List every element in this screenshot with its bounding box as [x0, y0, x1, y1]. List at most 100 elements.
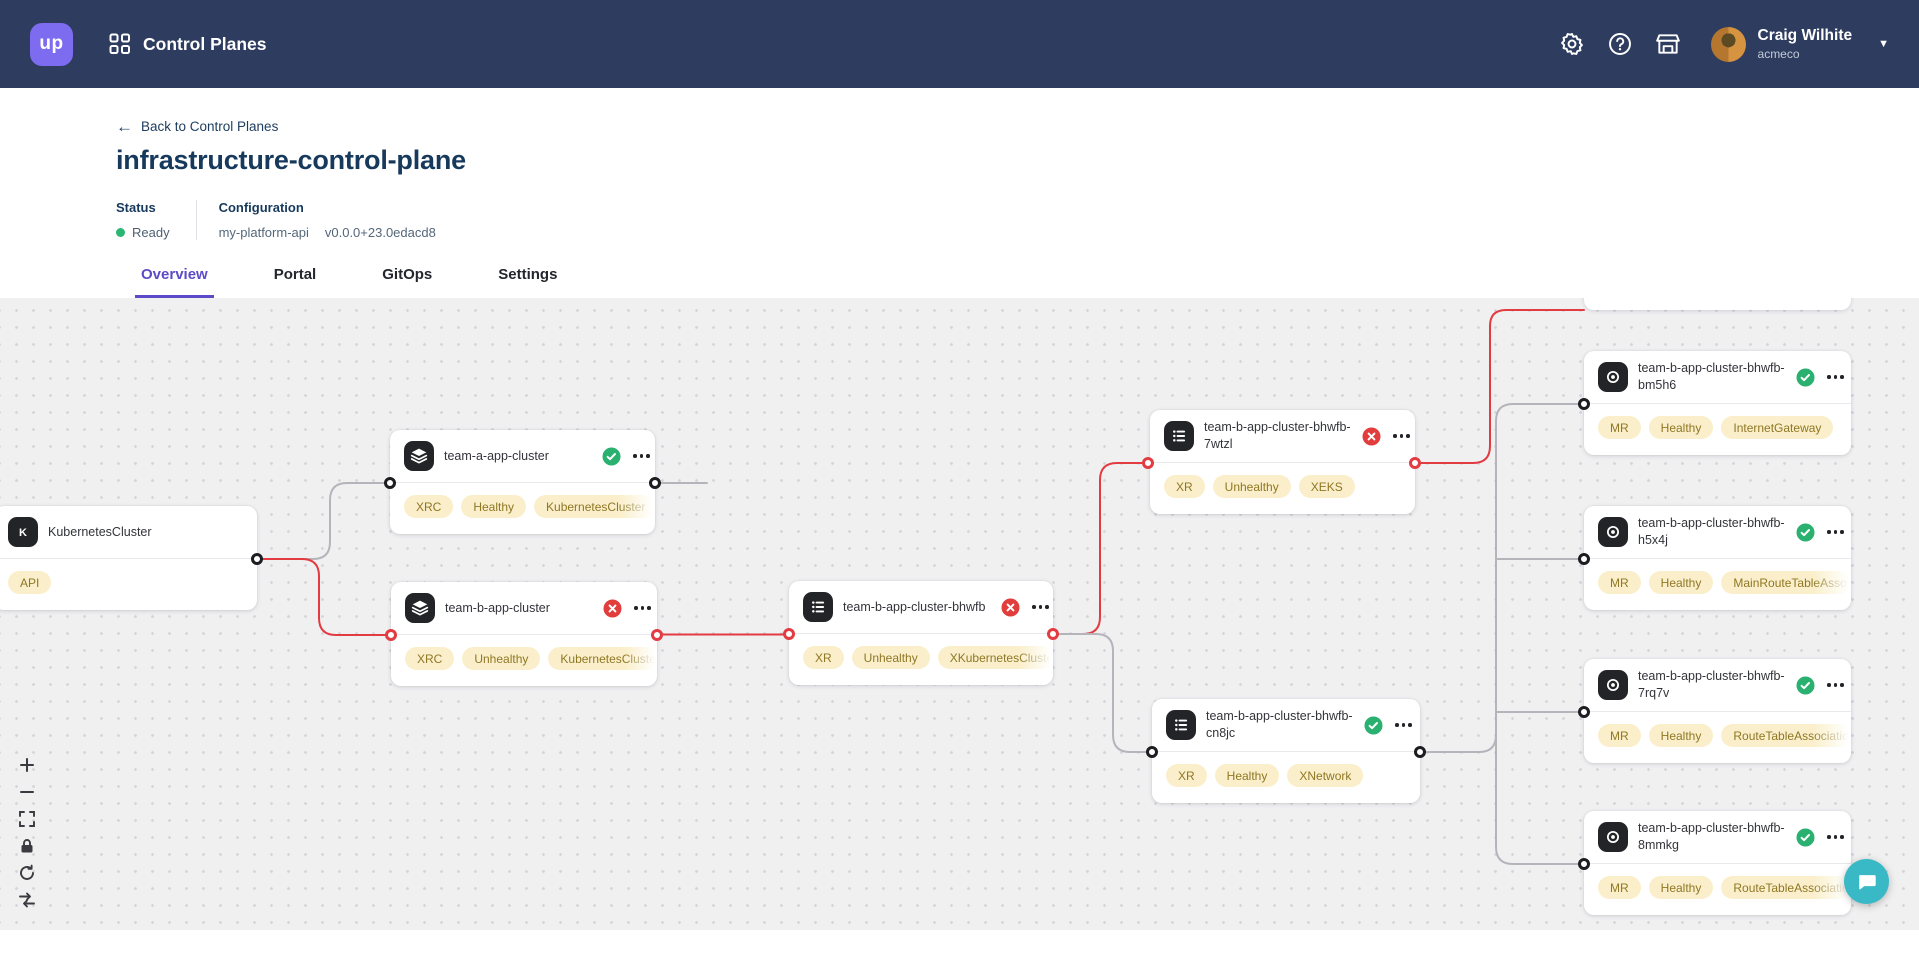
connection-handle[interactable]: [1414, 746, 1426, 758]
xr-resource-icon: [803, 592, 833, 622]
user-menu[interactable]: Craig Wilhite acmeco: [1758, 27, 1853, 62]
node-menu-button[interactable]: [1032, 601, 1049, 613]
edge: [256, 482, 391, 560]
resource-graph-canvas[interactable]: K KubernetesCluster API team-a-app-clust…: [0, 298, 1919, 930]
xr-resource-icon: [1164, 421, 1194, 451]
graph-node-kubernetes-cluster[interactable]: K KubernetesCluster API: [0, 506, 257, 610]
tag-pill: XEKS: [1298, 475, 1355, 498]
layers-resource-icon: [405, 593, 435, 623]
graph-node-partial[interactable]: [1584, 298, 1851, 310]
user-avatar[interactable]: [1710, 26, 1746, 62]
back-arrow-icon: ←: [116, 117, 133, 136]
lock-button[interactable]: [18, 837, 36, 855]
tag-pill: KubernetesCluster: [548, 647, 657, 670]
tab-gitops[interactable]: GitOps: [376, 266, 438, 298]
connection-handle[interactable]: [1146, 746, 1158, 758]
node-menu-button[interactable]: [1393, 430, 1410, 442]
apps-grid-icon[interactable]: [109, 33, 131, 55]
node-title: team-b-app-cluster-bhwfb-7rq7v: [1638, 669, 1785, 700]
tag-pill: Healthy: [461, 495, 527, 518]
connection-handle[interactable]: [251, 553, 263, 565]
node-menu-button[interactable]: [633, 450, 650, 462]
error-x-icon: [603, 599, 622, 618]
node-menu-button[interactable]: [1827, 371, 1844, 383]
connection-handle[interactable]: [1578, 553, 1590, 565]
canvas-controls: [18, 756, 36, 909]
node-menu-button[interactable]: [1827, 526, 1844, 538]
mr-resource-icon: [1598, 517, 1628, 547]
back-link[interactable]: ← Back to Control Planes: [116, 118, 278, 135]
connection-handle[interactable]: [1409, 457, 1421, 469]
connection-handle[interactable]: [384, 477, 396, 489]
tag-pill: XR: [803, 646, 844, 669]
zoom-out-button[interactable]: [18, 783, 36, 801]
back-label: Back to Control Planes: [141, 119, 279, 134]
connection-handle[interactable]: [1047, 628, 1059, 640]
tag-pill: Unhealthy: [851, 646, 930, 669]
meta-row: Status Ready Configuration my-platform-a…: [116, 200, 1919, 240]
node-tags: MRHealthyMainRouteTableAssociation: [1584, 571, 1851, 594]
tab-overview[interactable]: Overview: [135, 266, 214, 298]
status-value: Ready: [132, 225, 170, 240]
tag-pill: XR: [1164, 475, 1205, 498]
status-label: Status: [116, 200, 156, 215]
tag-pill: MR: [1598, 876, 1641, 899]
settings-gear-icon[interactable]: [1559, 31, 1585, 57]
help-icon[interactable]: [1607, 31, 1633, 57]
tag-pill: Healthy: [1648, 724, 1714, 747]
status-block: Status Ready: [116, 200, 170, 240]
k8s-resource-icon: K: [8, 517, 38, 547]
connection-handle[interactable]: [1578, 398, 1590, 410]
edge: [1414, 309, 1585, 464]
xr-resource-icon: [1166, 710, 1196, 740]
tab-settings[interactable]: Settings: [492, 266, 563, 298]
configuration-version: v0.0.0+23.0edacd8: [324, 225, 436, 240]
tag-pill: Healthy: [1648, 876, 1714, 899]
reset-view-button[interactable]: [18, 864, 36, 882]
tab-portal[interactable]: Portal: [268, 266, 323, 298]
marketplace-icon[interactable]: [1655, 31, 1681, 57]
tag-pill: XR: [1166, 764, 1207, 787]
zoom-in-button[interactable]: [18, 756, 36, 774]
configuration-name[interactable]: my-platform-api: [218, 225, 309, 240]
connection-handle[interactable]: [649, 477, 661, 489]
mr-resource-icon: [1598, 362, 1628, 392]
node-menu-button[interactable]: [1827, 679, 1844, 691]
node-menu-button[interactable]: [634, 602, 651, 614]
chat-launcher-button[interactable]: [1844, 859, 1889, 904]
svg-text:K: K: [19, 527, 27, 539]
node-menu-button[interactable]: [1827, 831, 1844, 843]
error-x-icon: [1001, 598, 1020, 617]
connection-handle[interactable]: [1578, 706, 1590, 718]
auto-layout-button[interactable]: [18, 891, 36, 909]
healthy-check-icon: [1796, 676, 1815, 695]
connection-handle[interactable]: [651, 629, 663, 641]
node-menu-button[interactable]: [1395, 719, 1412, 731]
connection-handle[interactable]: [1142, 457, 1154, 469]
tag-pill: XNetwork: [1287, 764, 1364, 787]
tag-pill: KubernetesCluster: [534, 495, 655, 518]
top-navbar: up Control Planes Craig Wilhite acmeco ▼: [0, 0, 1919, 88]
connection-handle[interactable]: [385, 629, 397, 641]
upbound-logo[interactable]: up: [30, 22, 73, 66]
fit-view-button[interactable]: [18, 810, 36, 828]
connection-handle[interactable]: [1578, 858, 1590, 870]
connection-handle[interactable]: [783, 628, 795, 640]
edge: [1495, 734, 1585, 865]
node-title: team-b-app-cluster-bhwfb: [843, 599, 986, 614]
chevron-down-icon[interactable]: ▼: [1878, 38, 1889, 50]
